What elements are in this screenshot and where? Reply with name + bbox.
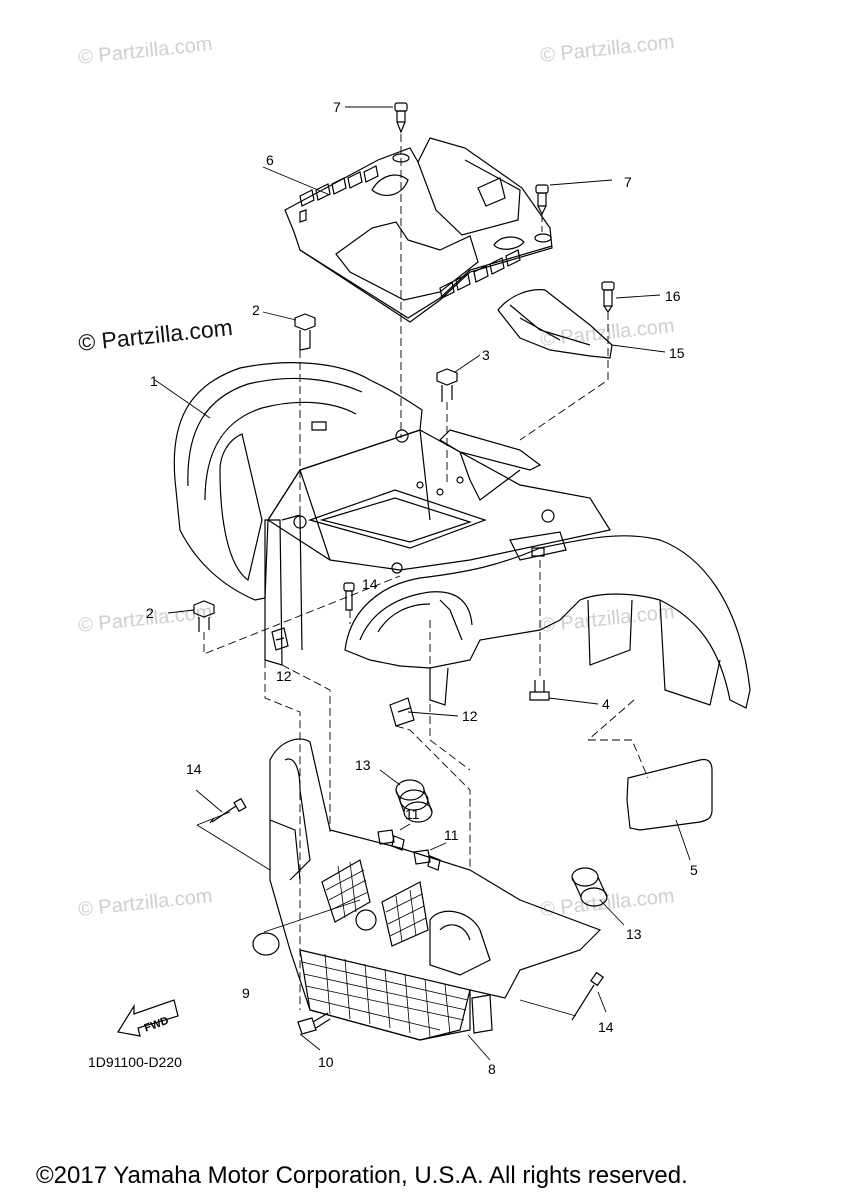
callout-8: 8 [488, 1061, 496, 1077]
part-6-top-panel[interactable] [285, 138, 552, 322]
part-2-bolt-lower[interactable] [194, 601, 214, 632]
part-8-grille[interactable] [270, 739, 600, 1040]
part-13-grommet-lower[interactable] [572, 868, 607, 906]
part-12-clip-left[interactable] [272, 628, 288, 650]
part-10-bolt[interactable] [298, 1013, 330, 1034]
part-3-bolt[interactable] [437, 369, 457, 402]
part-7-rivet-top[interactable] [395, 103, 407, 132]
part-13-grommet-upper[interactable] [396, 780, 432, 822]
callout-11: 11 [405, 806, 420, 822]
part-9-plug[interactable] [253, 933, 279, 955]
part-14-rivet-right[interactable] [572, 973, 603, 1020]
dashed-lines [204, 134, 648, 1010]
callout-1: 1 [150, 373, 158, 389]
callout-12: 12 [462, 708, 478, 724]
callout-11: 11 [444, 827, 459, 843]
callout-15: 15 [669, 345, 685, 361]
part-2-bolt-upper[interactable] [295, 314, 315, 350]
callout-6: 6 [266, 152, 274, 168]
callout-10: 10 [318, 1054, 334, 1070]
part-14-rivet-mid[interactable] [344, 583, 354, 610]
callout-9: 9 [242, 985, 250, 1001]
part-11-bolt-left[interactable] [378, 830, 404, 850]
callout-14: 14 [598, 1019, 614, 1035]
callout-16: 16 [665, 288, 681, 304]
part-1-front-fender[interactable] [174, 363, 750, 708]
part-12-clip-right[interactable] [390, 698, 414, 726]
callout-14: 14 [186, 761, 202, 777]
callout-12: 12 [276, 668, 292, 684]
callout-4: 4 [602, 696, 610, 712]
callout-2: 2 [252, 302, 260, 318]
callout-7: 7 [624, 174, 632, 190]
part-14-rivet-left[interactable] [210, 799, 246, 823]
callout-2: 2 [146, 605, 154, 621]
part-15-guard[interactable] [498, 290, 612, 358]
callout-7: 7 [333, 99, 341, 115]
callout-5: 5 [690, 862, 698, 878]
part-4-bolt[interactable] [530, 680, 549, 700]
callout-14: 14 [362, 576, 378, 592]
part-16-rivet[interactable] [602, 282, 614, 312]
part-11-bolt-right[interactable] [414, 850, 440, 870]
diagram-code: 1D91100-D220 [88, 1054, 182, 1070]
copyright-notice: ©2017 Yamaha Motor Corporation, U.S.A. A… [36, 1162, 688, 1189]
callout-3: 3 [482, 347, 490, 363]
fwd-arrow-icon: FWD [118, 1000, 178, 1036]
leader-lines [155, 107, 690, 1060]
part-5-decal[interactable] [627, 759, 712, 830]
callout-13: 13 [626, 926, 642, 942]
callout-13: 13 [355, 757, 371, 773]
